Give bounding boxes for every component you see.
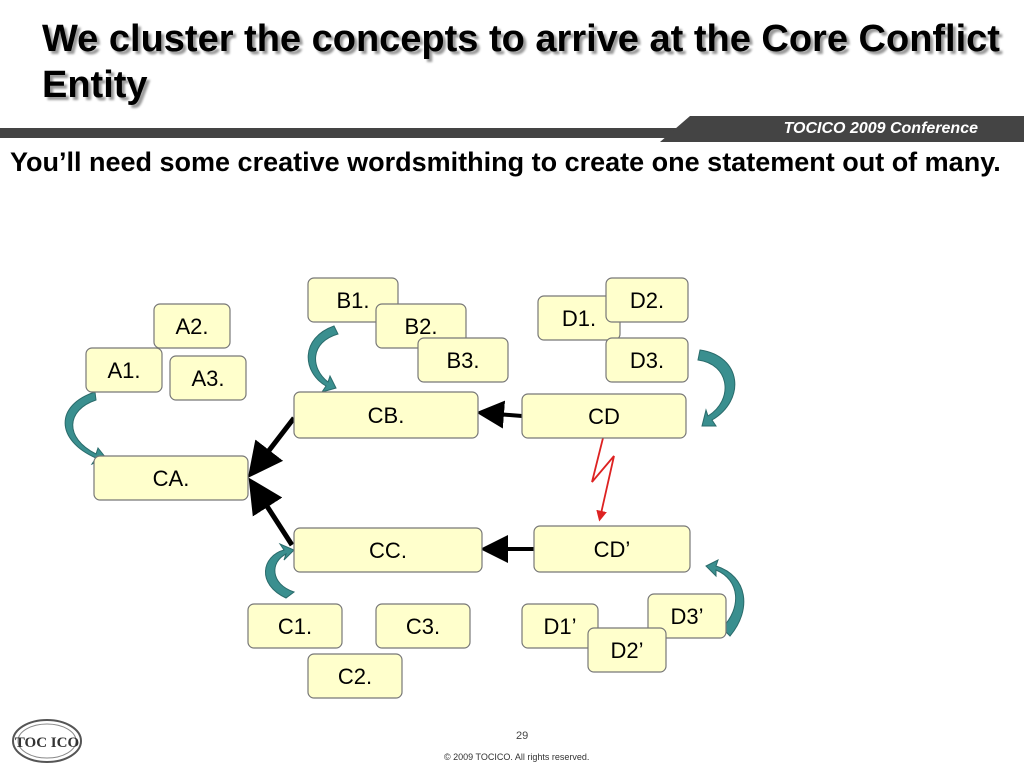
node-d3: D3. <box>605 337 689 383</box>
node-c2: C2. <box>307 653 403 699</box>
copyright: © 2009 TOCICO. All rights reserved. <box>444 752 590 762</box>
svg-text:A2.: A2. <box>175 314 208 339</box>
node-cd: CD <box>521 393 687 439</box>
header-band <box>0 114 1024 144</box>
slide-subtitle: You’ll need some creative wordsmithing t… <box>10 147 1001 177</box>
node-cd-prime: CD’ <box>533 525 691 573</box>
svg-text:CC.: CC. <box>369 538 407 563</box>
curved-arrow-a <box>64 391 107 466</box>
svg-text:D1’: D1’ <box>543 614 576 639</box>
conflict-arrow <box>591 425 615 522</box>
node-cb: CB. <box>293 391 479 439</box>
curved-arrow-d <box>697 349 736 427</box>
page-number: 29 <box>516 730 529 742</box>
svg-text:B1.: B1. <box>336 288 369 313</box>
svg-text:C2.: C2. <box>338 664 372 689</box>
curved-arrow-c <box>265 542 296 599</box>
node-a2: A2. <box>153 303 231 349</box>
svg-text:CA.: CA. <box>153 466 190 491</box>
node-d2: D2. <box>605 277 689 323</box>
node-d1-prime: D1’ <box>521 603 599 649</box>
svg-text:CD’: CD’ <box>594 537 631 562</box>
svg-text:C1.: C1. <box>278 614 312 639</box>
svg-text:A1.: A1. <box>107 358 140 383</box>
svg-text:D1.: D1. <box>562 306 596 331</box>
svg-text:D3.: D3. <box>630 348 664 373</box>
node-b3: B3. <box>417 337 509 383</box>
node-c1: C1. <box>247 603 343 649</box>
node-c3: C3. <box>375 603 471 649</box>
node-cc: CC. <box>293 527 483 573</box>
svg-text:B3.: B3. <box>446 348 479 373</box>
arrow-cc-to-ca <box>248 477 295 547</box>
node-a3: A3. <box>169 355 247 401</box>
node-ca: CA. <box>93 455 249 501</box>
logo-text: TOC ICO <box>15 735 79 751</box>
curved-arrow-d-prime <box>705 559 745 637</box>
svg-text:CB.: CB. <box>368 403 405 428</box>
node-a1: A1. <box>85 347 163 393</box>
svg-text:C3.: C3. <box>406 614 440 639</box>
arrow-cb-to-ca <box>247 416 296 478</box>
svg-text:A3.: A3. <box>191 366 224 391</box>
svg-text:D2.: D2. <box>630 288 664 313</box>
node-d2-prime: D2’ <box>587 627 667 673</box>
tocico-logo: TOC ICO <box>12 719 82 763</box>
svg-text:CD: CD <box>588 404 620 429</box>
svg-text:D3’: D3’ <box>670 604 703 629</box>
arrow-cd-to-cb <box>476 400 523 429</box>
curved-arrow-b <box>307 325 339 393</box>
slide-title: We cluster the concepts to arrive at the… <box>42 18 1000 106</box>
node-d3-prime: D3’ <box>647 593 727 639</box>
svg-text:B2.: B2. <box>404 314 437 339</box>
conference-label: TOCICO 2009 Conference <box>783 120 978 137</box>
node-b2: B2. <box>375 303 467 349</box>
svg-text:D2’: D2’ <box>610 638 643 663</box>
node-d1: D1. <box>537 295 621 341</box>
